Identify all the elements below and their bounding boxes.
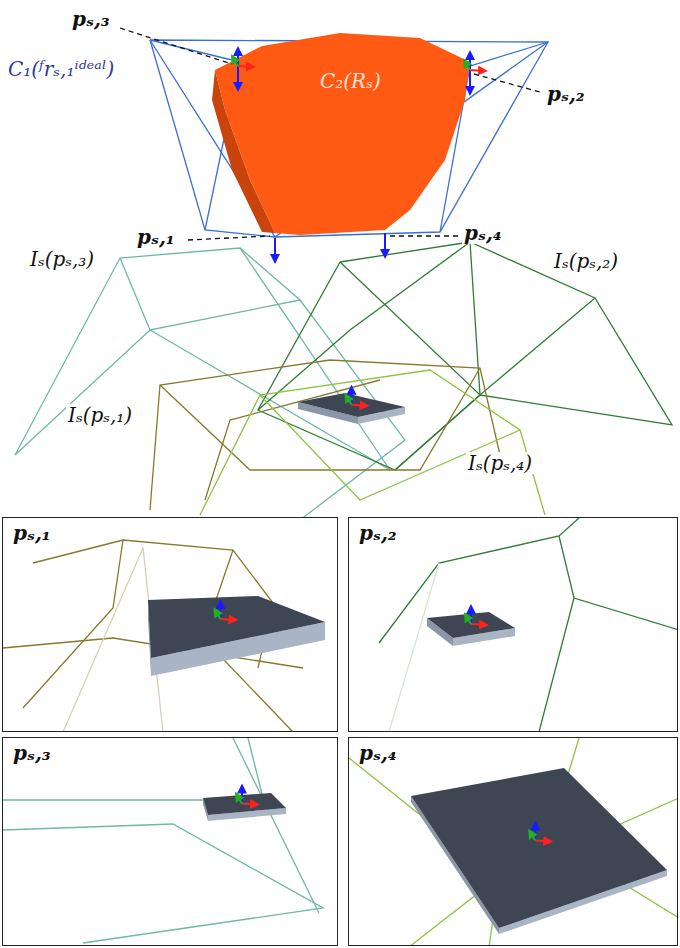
leader-line — [188, 236, 270, 240]
frame-axis — [346, 395, 352, 405]
leader-line — [120, 28, 232, 64]
normal-arrow — [469, 70, 471, 94]
view-panel: pₛ,₁ — [2, 517, 338, 732]
slab-top — [411, 768, 667, 928]
frame-axis — [470, 70, 486, 71]
normal-arrow — [237, 66, 239, 90]
frame-axis — [465, 614, 471, 624]
region-label: Iₛ(pₛ,₃) — [28, 248, 96, 270]
slab-top — [203, 793, 286, 815]
panel-title: pₛ,₁ — [11, 522, 53, 544]
slab-top — [148, 596, 325, 658]
frame-axis — [352, 405, 368, 406]
frame-axis — [236, 794, 242, 804]
frame-axis — [535, 841, 551, 842]
region-label: Iₛ(pₛ,₁) — [66, 404, 134, 426]
point-label: pₛ,₁ — [135, 226, 177, 248]
panel-title: pₛ,₄ — [357, 742, 399, 764]
frame-axis — [242, 804, 258, 805]
panel-view — [349, 518, 678, 732]
region-label: C₁(ᶠrₛ,₁ⁱᵈᵉᵃˡ) — [6, 58, 116, 80]
normal-arrow — [384, 233, 386, 257]
normal-arrow — [274, 238, 276, 262]
panel-view — [349, 738, 678, 946]
panel-title: pₛ,₂ — [357, 522, 399, 544]
panel-view — [3, 518, 338, 732]
region-label: Iₛ(pₛ,₄) — [466, 452, 534, 474]
frame-axis — [464, 60, 470, 70]
frame-axis — [238, 66, 254, 67]
leader-line — [474, 74, 540, 92]
view-panel: pₛ,₃ — [2, 737, 338, 946]
frame-axis — [215, 609, 221, 619]
panel-title: pₛ,₃ — [11, 742, 53, 764]
point-label: pₛ,₂ — [545, 83, 587, 105]
leader-line — [390, 235, 458, 236]
region-label: Iₛ(pₛ,₂) — [552, 250, 620, 272]
region-label: C₂(Rₛ) — [318, 70, 383, 92]
frame-axis — [221, 619, 237, 620]
view-panel: pₛ,₄ — [348, 737, 678, 946]
panel-view — [3, 738, 338, 946]
view-panel: pₛ,₂ — [348, 517, 678, 732]
point-label: pₛ,₄ — [462, 222, 504, 244]
frame-axis — [471, 624, 487, 625]
frame-axis — [529, 831, 535, 841]
point-label: pₛ,₃ — [70, 8, 112, 30]
orange-side — [212, 70, 275, 233]
frame-axis — [232, 56, 238, 66]
